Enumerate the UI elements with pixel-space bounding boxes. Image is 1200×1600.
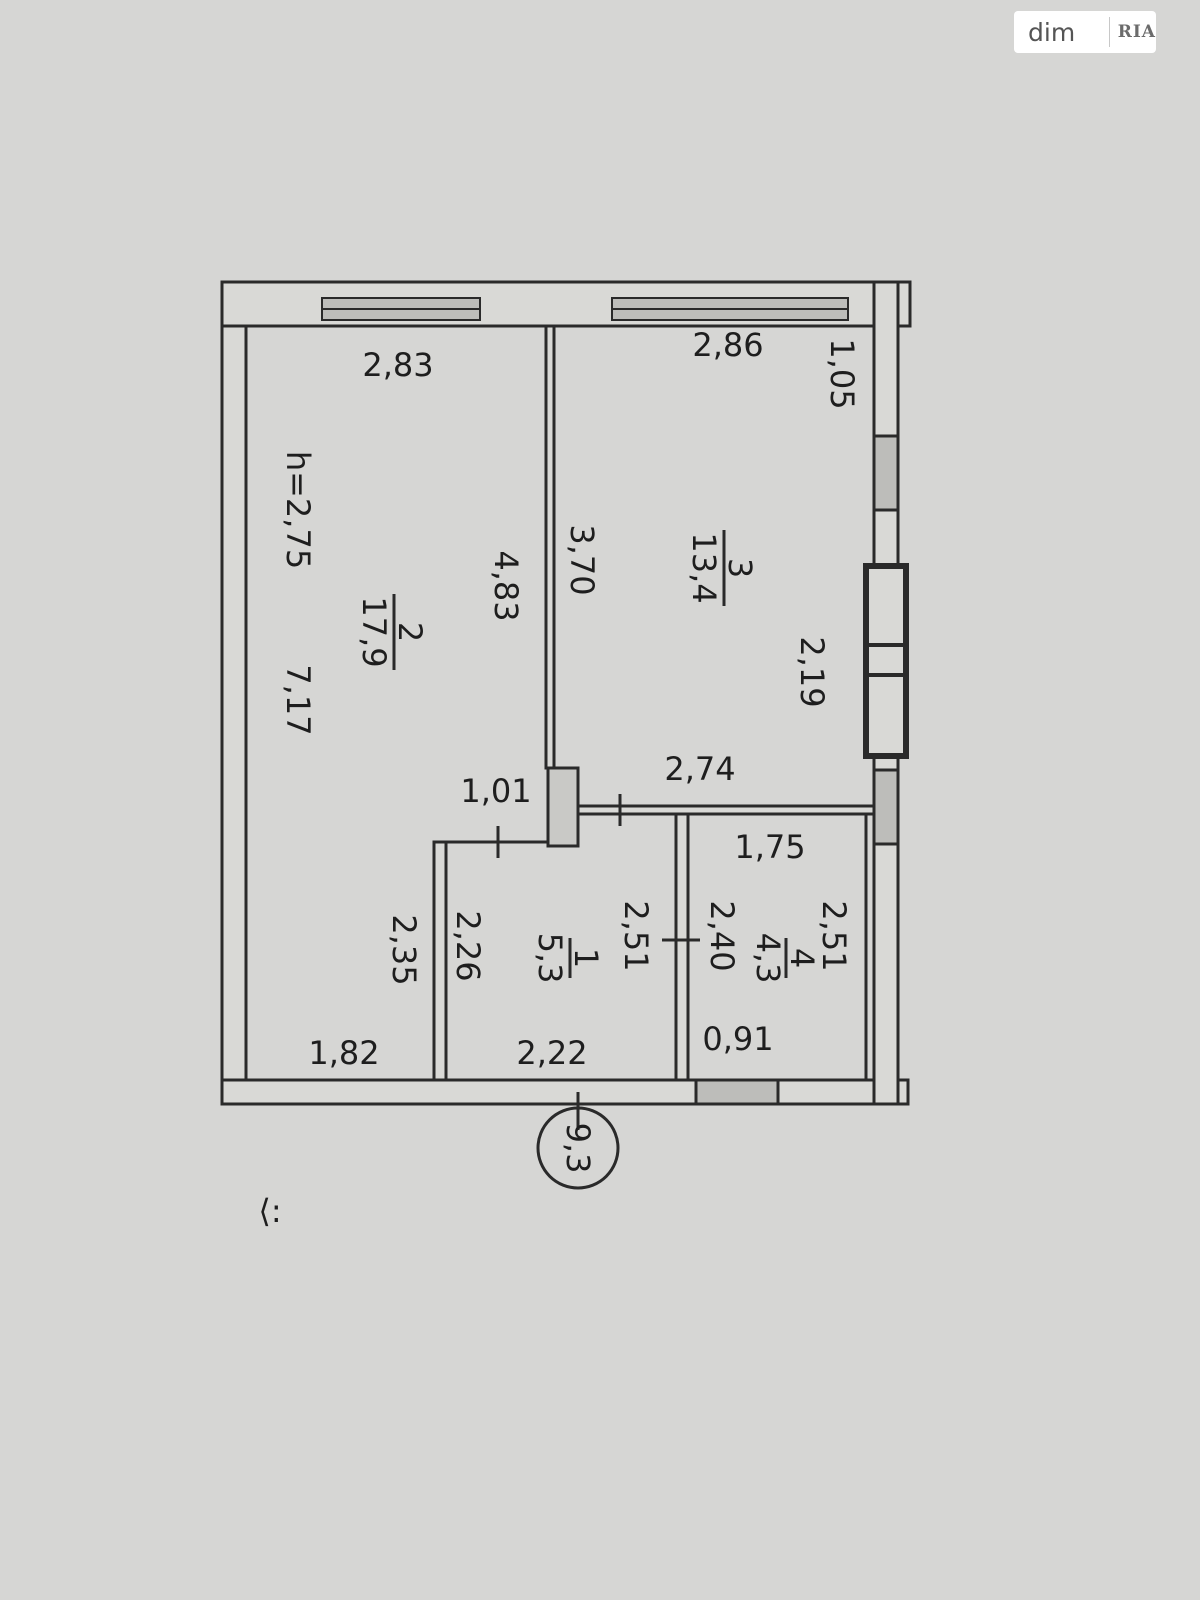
walls (220, 280, 912, 1106)
dim-r3-top: 2,86 (692, 326, 763, 364)
dim-r3-right: 2,19 (793, 636, 831, 707)
tick-marks (496, 794, 700, 1130)
dimension-labels: 2,83 4,83 7,17 1,01 2,35 1,82 2,86 1,05 … (279, 326, 861, 1072)
dim-r2-bottom: 1,82 (308, 1034, 379, 1072)
outer-wall-bottom (220, 1078, 910, 1106)
dim-r1-bottom: 2,22 (516, 1034, 587, 1072)
window-bottom (694, 1078, 780, 1106)
window-right-upper (872, 434, 900, 512)
dim-r1-right: 2,51 (617, 900, 655, 971)
room-labels: h=2,75 2 17,9 3 13,4 1 5,3 4 4,3 (279, 451, 821, 984)
room-4-number: 4 (783, 948, 821, 968)
dim-r3-left: 3,70 (563, 524, 601, 595)
dim-r3-bottom: 2,74 (664, 750, 735, 788)
dim-r4-left: 2,40 (703, 900, 741, 971)
windows (321, 297, 909, 1106)
dim-r2-right: 4,83 (487, 550, 525, 621)
dim-r2-step: 1,01 (460, 772, 531, 810)
dim-r4-top: 1,75 (734, 828, 805, 866)
partition-wall-2-3 (544, 324, 556, 770)
corner-note: ⟨: (258, 1192, 281, 1230)
window-right-lower (872, 768, 900, 846)
partition-wall-1-4 (674, 812, 690, 1082)
watermark-logo: RIA (1117, 22, 1156, 42)
dim-r3-corner: 1,05 (823, 338, 861, 409)
partition-wall-3-bottom (576, 804, 876, 816)
room-4-area: 4,3 (749, 933, 787, 984)
dim-r2-lower-right: 2,35 (385, 914, 423, 985)
dim-r4-right: 2,51 (815, 900, 853, 971)
dim-r2-left: 7,17 (279, 664, 317, 735)
room-2-number: 2 (391, 622, 429, 642)
outer-wall-left (220, 280, 248, 1106)
dim-r2-top: 2,83 (362, 346, 433, 384)
entrance-marker: 9,3 (536, 1106, 620, 1190)
room-1-number: 1 (567, 948, 605, 968)
entrance-circle (536, 1106, 620, 1190)
watermark-divider (1108, 17, 1110, 47)
room-3-number: 3 (721, 558, 759, 578)
dim-r4-bottom: 0,91 (702, 1020, 773, 1058)
room-2-area: 17,9 (355, 596, 393, 667)
balcony-door (863, 563, 909, 759)
ceiling-height-label: h=2,75 (279, 451, 317, 569)
dim-r1-left: 2,26 (449, 910, 487, 981)
watermark-brand: dim (1028, 17, 1076, 47)
room-3-area: 13,4 (685, 532, 723, 603)
room-1-area: 5,3 (531, 933, 569, 984)
dimria-watermark: dim RIA (1014, 11, 1156, 53)
partition-wall-1-left (432, 840, 448, 1082)
marker-label: 9,3 (559, 1123, 597, 1174)
wall-column (546, 766, 580, 848)
